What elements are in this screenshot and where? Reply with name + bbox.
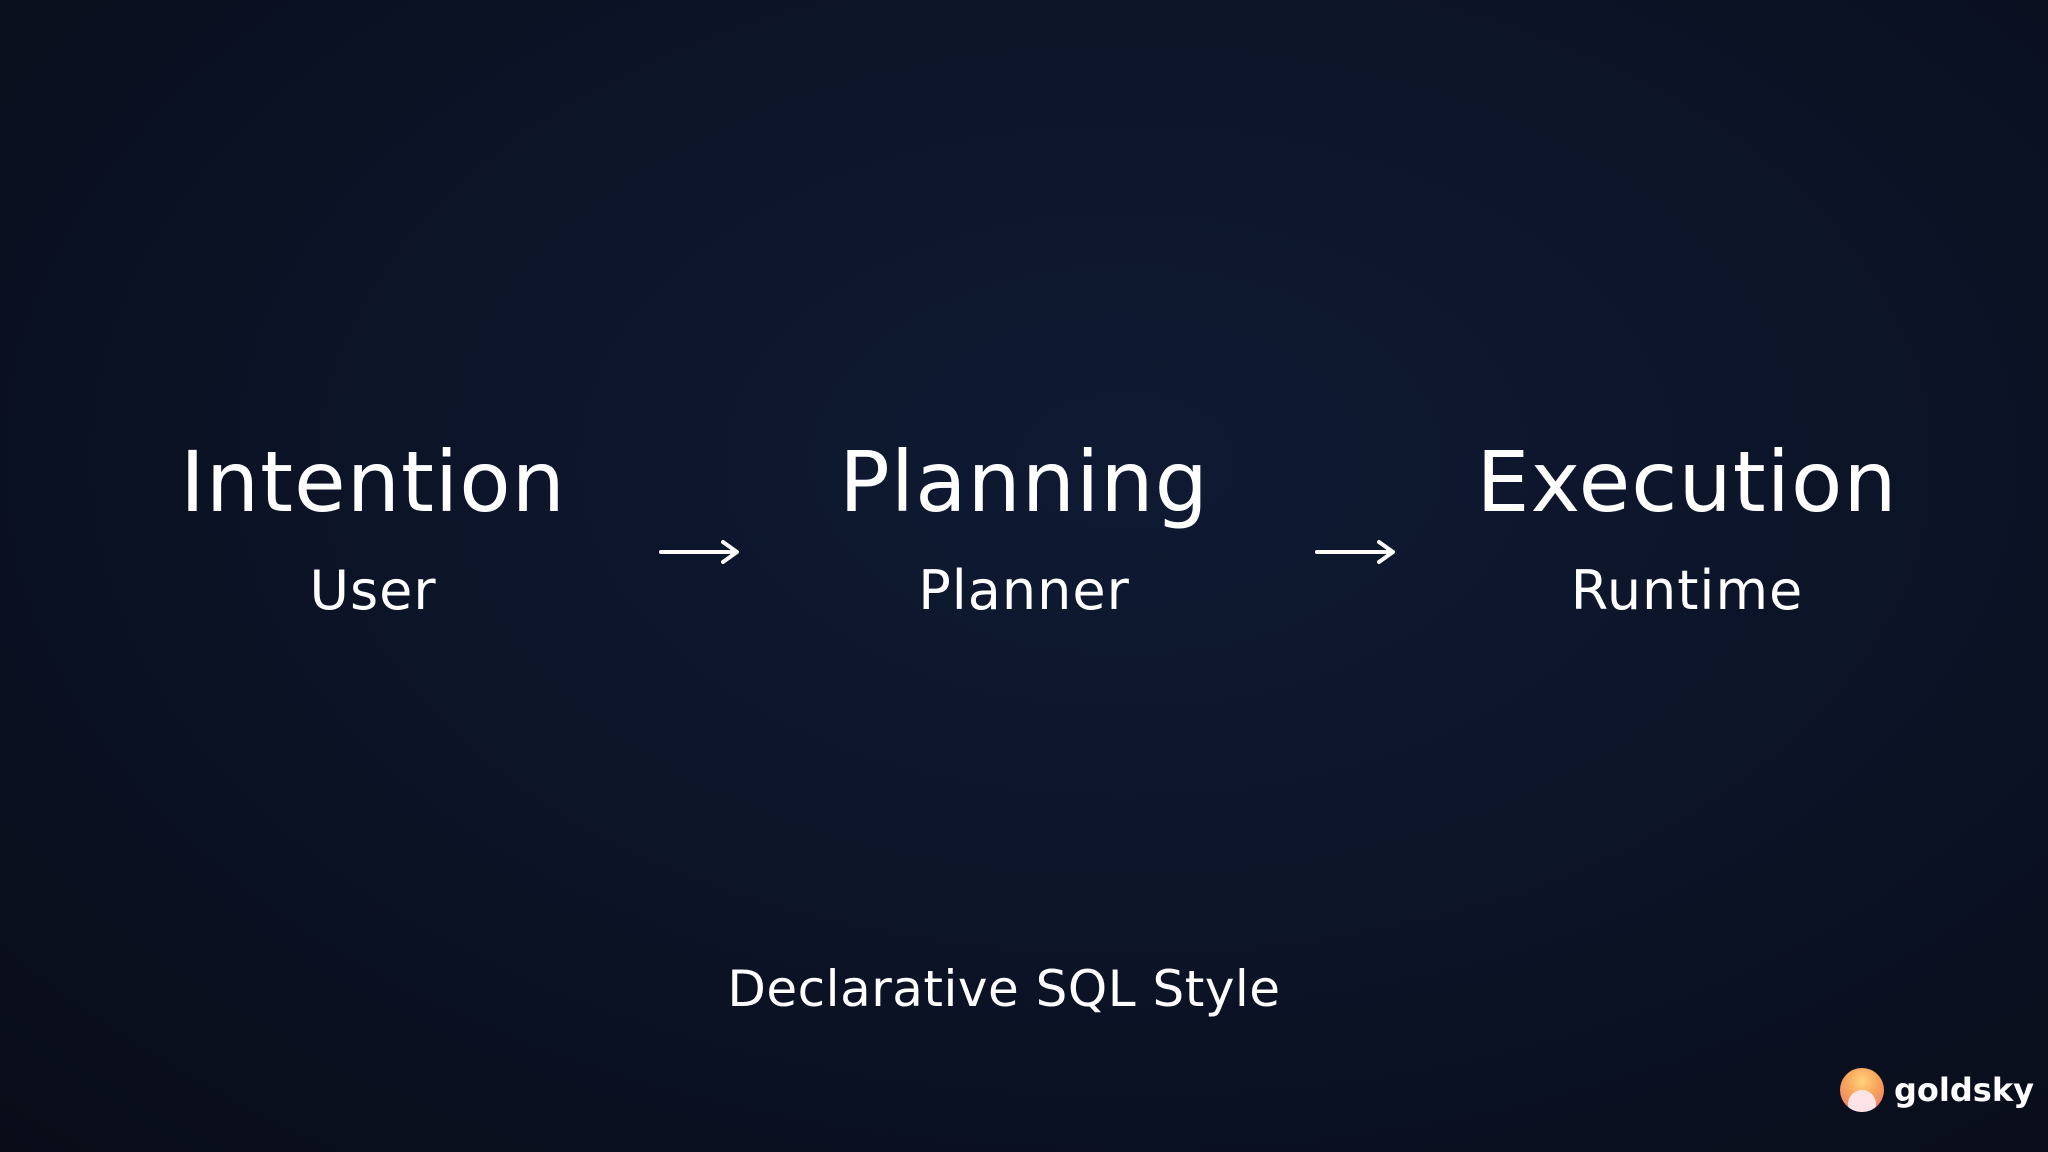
goldsky-sun-logo-icon xyxy=(1840,1068,1884,1112)
stage-actor: User xyxy=(309,559,437,622)
stage-title: Intention xyxy=(180,433,566,531)
brand-watermark: goldsky xyxy=(1840,1066,2034,1114)
right-arrow-icon xyxy=(659,540,739,564)
stage-actor: Runtime xyxy=(1570,559,1804,622)
stage-intention: Intention User xyxy=(113,430,633,624)
right-arrow-icon xyxy=(1315,540,1395,564)
stage-execution: Execution Runtime xyxy=(1427,430,1947,624)
slide-caption: Declarative SQL Style xyxy=(727,960,1281,1018)
brand-name: goldsky xyxy=(1894,1071,2034,1109)
stage-planning: Planning Planner xyxy=(764,430,1284,624)
stage-actor: Planner xyxy=(918,559,1130,622)
stage-title: Execution xyxy=(1476,433,1898,531)
stage-title: Planning xyxy=(839,433,1209,531)
